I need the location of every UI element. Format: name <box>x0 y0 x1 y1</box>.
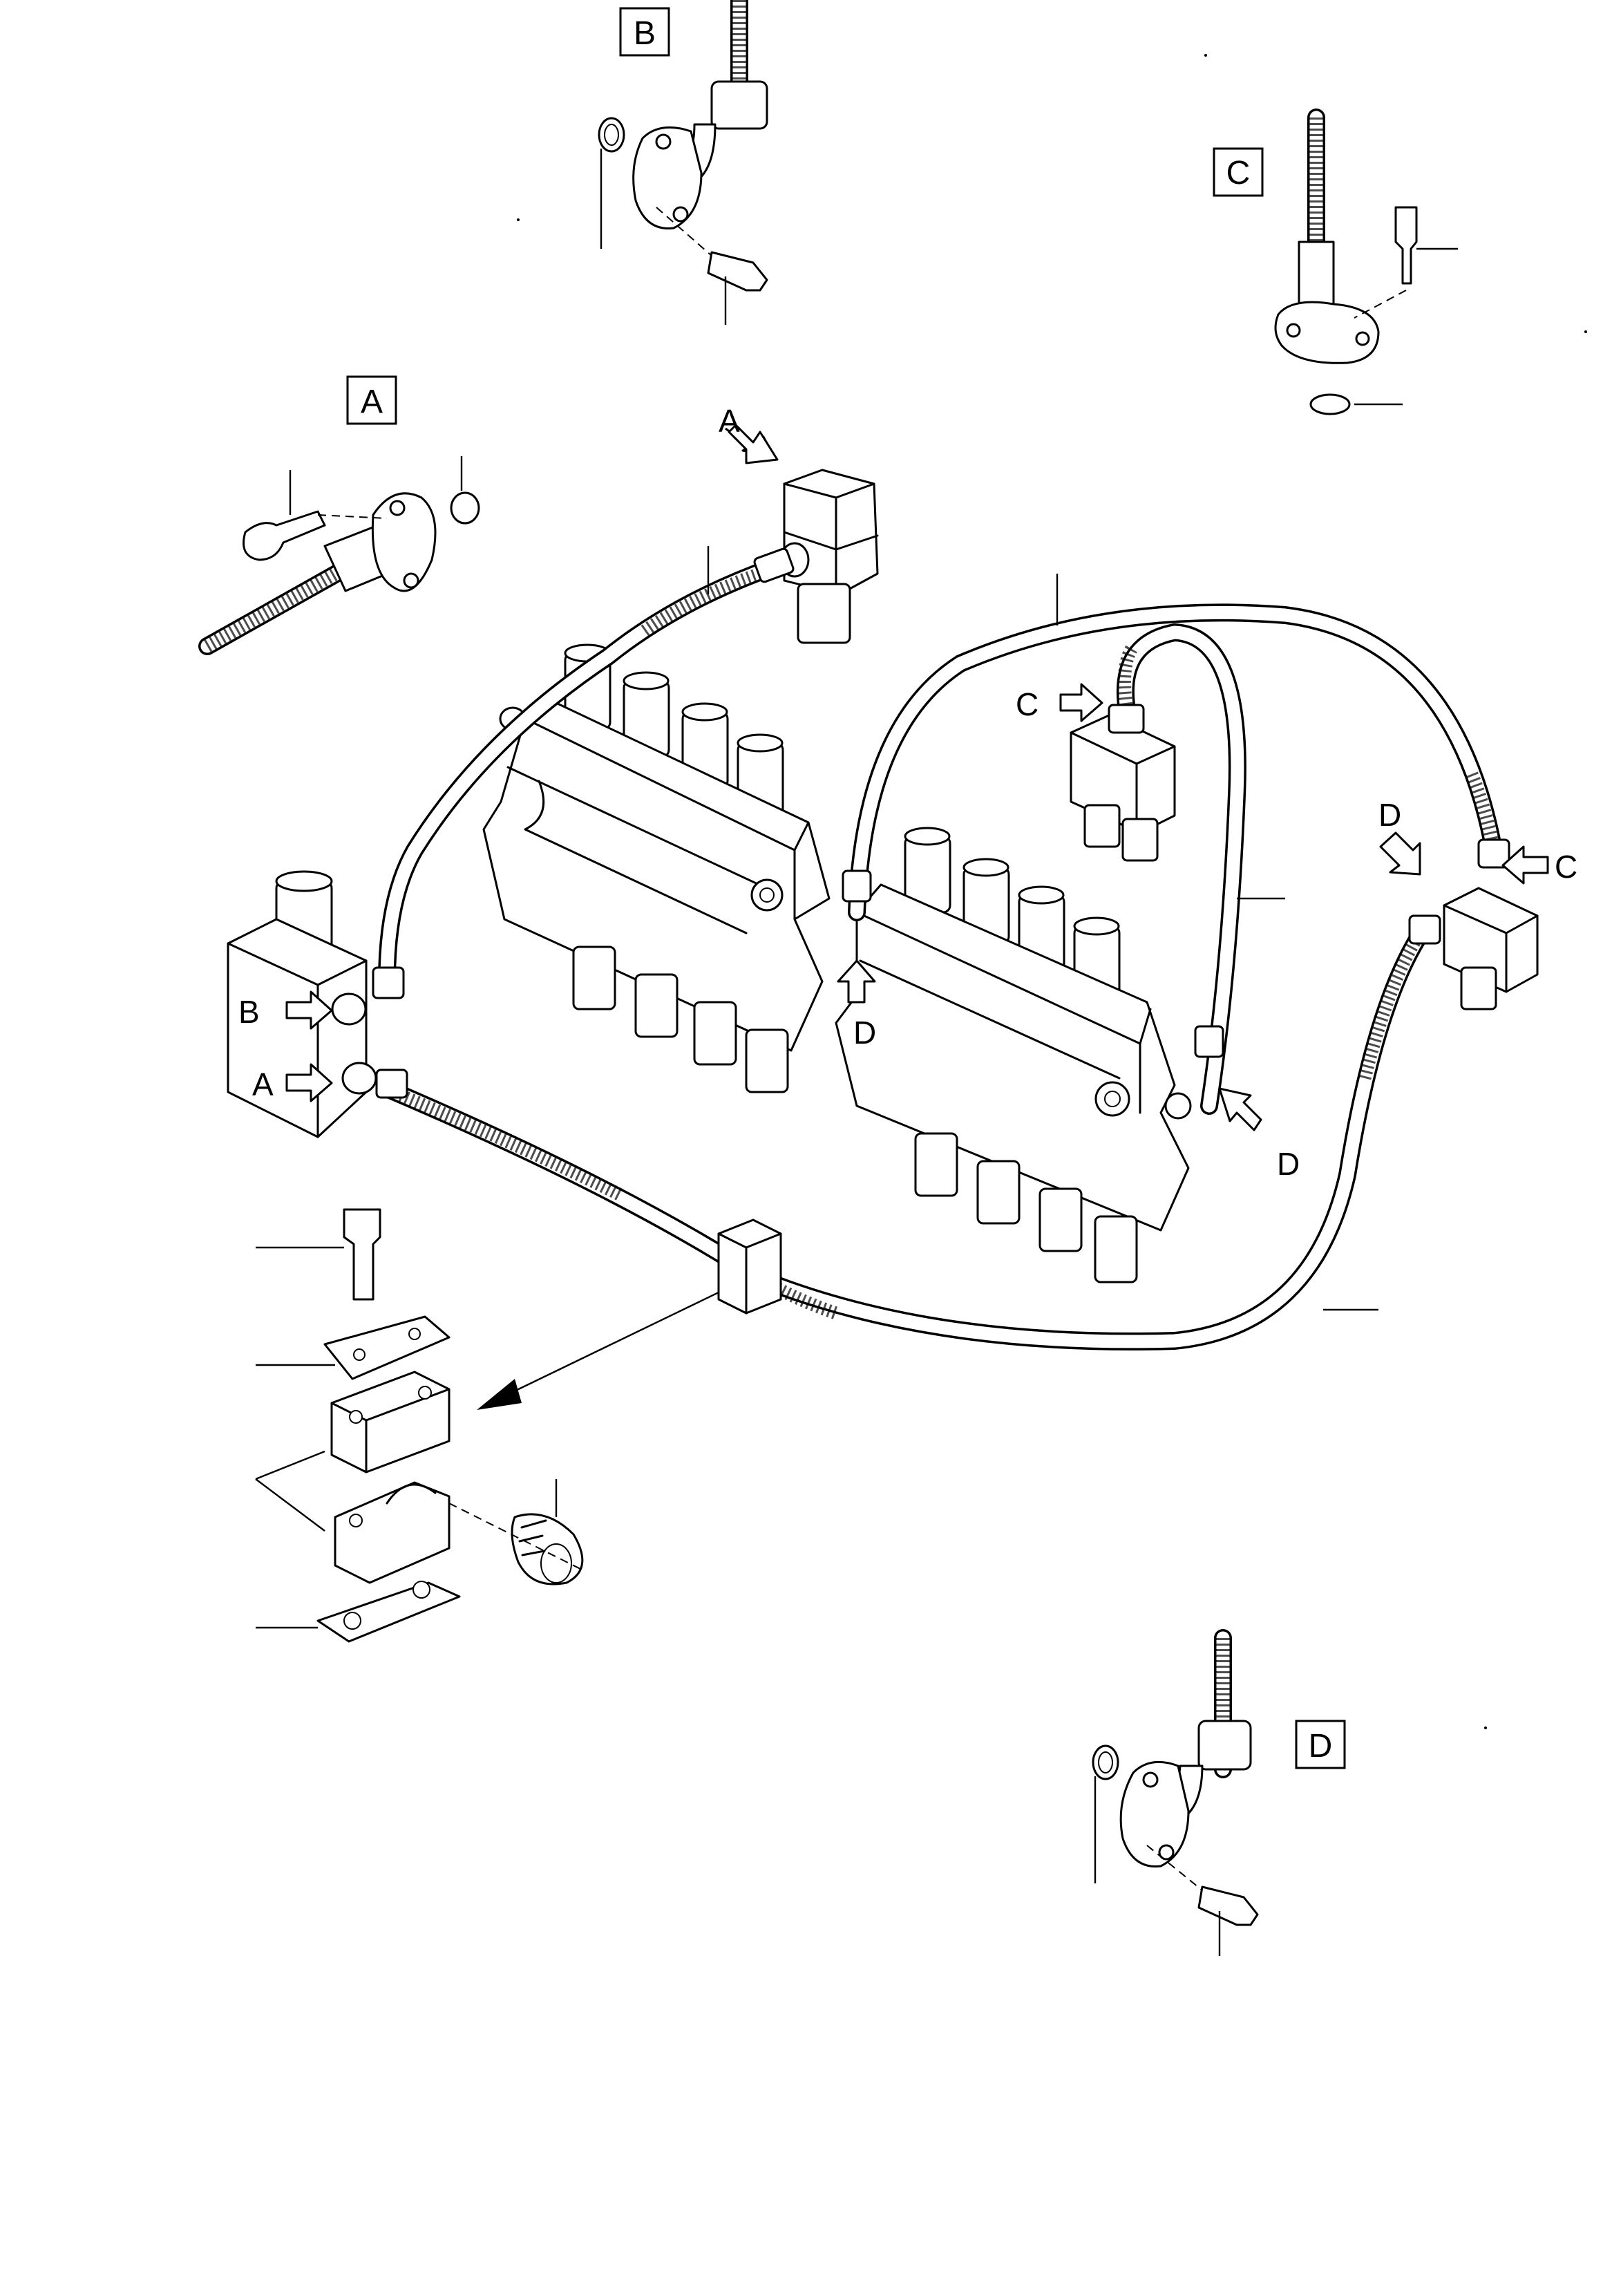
clamp-top-plate <box>323 1315 450 1380</box>
callout-left-block-b: B <box>238 994 260 1030</box>
bolt-b <box>707 251 768 292</box>
detail-a-box <box>346 375 397 425</box>
flange-a <box>371 492 437 592</box>
callout-mid-d: D <box>853 1015 876 1051</box>
detail-a: A <box>198 375 480 655</box>
top-valve-block <box>779 469 879 644</box>
detail-d-box <box>1295 1720 1346 1769</box>
exploded-view-arrow <box>477 1291 719 1410</box>
bolt-c <box>1394 206 1418 285</box>
detail-a-label: A <box>361 384 383 420</box>
flange-b <box>632 126 703 229</box>
leader-lines <box>707 546 1378 1311</box>
callout-lower-d: D <box>1277 1146 1300 1182</box>
bolt-a <box>243 510 326 561</box>
detail-c-box <box>1213 147 1264 197</box>
clamp-exploded <box>255 1208 584 1643</box>
o-ring-a <box>450 491 480 525</box>
clamp-lower-half <box>334 1481 450 1584</box>
detail-b: B <box>598 0 768 325</box>
detail-b-box <box>619 7 670 57</box>
clamp-bolt <box>343 1208 381 1301</box>
right-c-valve <box>1443 887 1539 1010</box>
clamp-upper-half <box>330 1371 450 1474</box>
callout-right-c: C <box>1555 849 1577 885</box>
callout-upper-c: C <box>1016 686 1038 722</box>
callout-arrows <box>285 424 1549 1131</box>
detail-d: D <box>1092 1629 1346 1956</box>
detail-b-label: B <box>634 15 656 52</box>
callout-top-valve-a: A <box>719 403 740 439</box>
callout-right-d: D <box>1378 797 1401 833</box>
control-valve-right <box>835 827 1192 1283</box>
callout-left-block-a: A <box>252 1066 274 1102</box>
o-ring-c <box>1309 393 1351 415</box>
detail-c: C <box>1213 109 1458 415</box>
clamp-bottom-plate <box>316 1581 461 1643</box>
flange-d <box>1119 1760 1190 1867</box>
hose-clamp <box>717 1218 782 1315</box>
scan-specks <box>517 54 1587 1729</box>
upper-c-valve <box>1070 714 1176 862</box>
detail-d-label: D <box>1309 1728 1333 1765</box>
bolt-d <box>1197 1885 1259 1926</box>
flange-c <box>1274 301 1380 364</box>
hoses <box>372 547 1510 1351</box>
detail-c-label: C <box>1226 155 1251 191</box>
control-valve-left <box>482 643 831 1093</box>
callout-labels: A B A C D C D D <box>238 403 1577 1182</box>
